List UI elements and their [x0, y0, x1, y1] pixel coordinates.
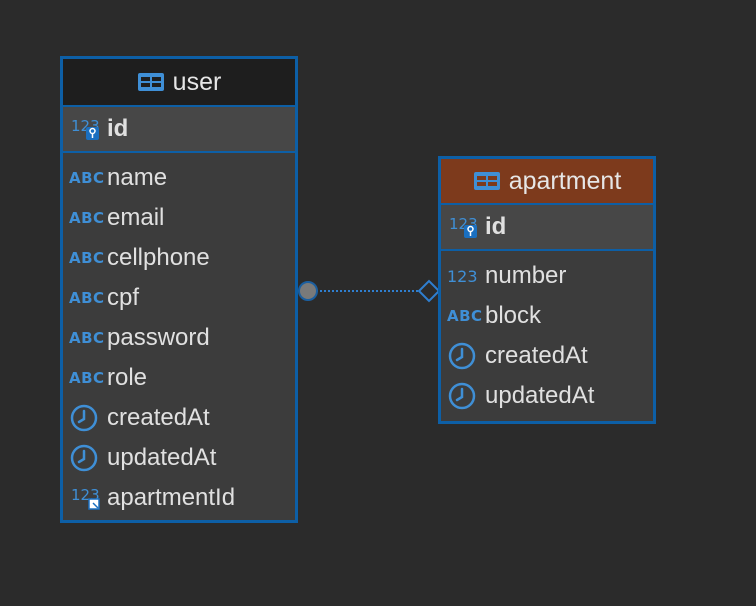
123-key-icon: 123	[69, 117, 103, 141]
column-name: createdAt	[107, 404, 210, 431]
user-columns-list: ABC name ABC email ABC cellphone ABC cpf…	[63, 153, 295, 518]
apartment-columns-list: 123 number ABC block createdAt u	[441, 251, 653, 416]
user-column-row[interactable]: ABC role	[63, 358, 295, 398]
user-entity-header[interactable]: user	[63, 59, 295, 107]
relationship-target-diamond	[417, 279, 441, 303]
abc-icon: ABC	[69, 289, 105, 307]
clock-icon	[69, 444, 103, 472]
clock-icon	[447, 382, 481, 410]
user-column-row[interactable]: ABC password	[63, 318, 295, 358]
table-icon	[137, 73, 164, 91]
abc-icon: ABC	[69, 369, 105, 387]
123-fk-icon: 123	[69, 486, 103, 510]
user-entity-title: user	[172, 67, 222, 96]
user-pk-name: id	[107, 115, 129, 142]
table-icon	[473, 172, 500, 190]
column-name: number	[485, 262, 567, 289]
abc-icon: ABC	[69, 329, 105, 347]
user-column-row[interactable]: updatedAt	[63, 438, 295, 478]
abc-icon: ABC	[69, 169, 105, 187]
123-icon: 123	[447, 266, 478, 286]
column-name: cpf	[107, 284, 140, 311]
apartment-column-row[interactable]: 123 number	[441, 256, 653, 296]
column-name: name	[107, 164, 168, 191]
column-name: email	[107, 204, 165, 231]
user-column-row[interactable]: 123 apartmentId	[63, 478, 295, 518]
123-key-icon: 123	[447, 215, 481, 239]
apartment-column-row[interactable]: ABC block	[441, 296, 653, 336]
abc-icon: ABC	[69, 209, 105, 227]
apartment-pk-row[interactable]: 123 id	[441, 205, 653, 251]
user-pk-row[interactable]: 123 id	[63, 107, 295, 153]
column-name: role	[107, 364, 148, 391]
abc-icon: ABC	[447, 307, 483, 325]
user-column-row[interactable]: ABC email	[63, 198, 295, 238]
clock-icon	[447, 342, 481, 370]
clock-icon	[69, 404, 103, 432]
user-column-row[interactable]: createdAt	[63, 398, 295, 438]
apartment-entity-header[interactable]: apartment	[441, 159, 653, 205]
column-name: cellphone	[107, 244, 210, 271]
column-name: block	[485, 302, 542, 329]
apartment-column-row[interactable]: updatedAt	[441, 376, 653, 416]
column-name: apartmentId	[107, 484, 236, 511]
column-name: updatedAt	[107, 444, 217, 471]
user-entity[interactable]: user 123 id ABC name ABC email ABC cellp…	[60, 56, 298, 523]
abc-icon: ABC	[69, 249, 105, 267]
user-column-row[interactable]: ABC cpf	[63, 278, 295, 318]
column-name: updatedAt	[485, 382, 595, 409]
user-column-row[interactable]: ABC cellphone	[63, 238, 295, 278]
apartment-column-row[interactable]: createdAt	[441, 336, 653, 376]
user-column-row[interactable]: ABC name	[63, 158, 295, 198]
apartment-entity[interactable]: apartment 123 id 123 number ABC block	[438, 156, 656, 424]
relationship-source-dot	[298, 281, 318, 301]
column-name: password	[107, 324, 210, 351]
column-name: createdAt	[485, 342, 588, 369]
apartment-pk-name: id	[485, 213, 507, 240]
apartment-entity-title: apartment	[508, 166, 622, 195]
